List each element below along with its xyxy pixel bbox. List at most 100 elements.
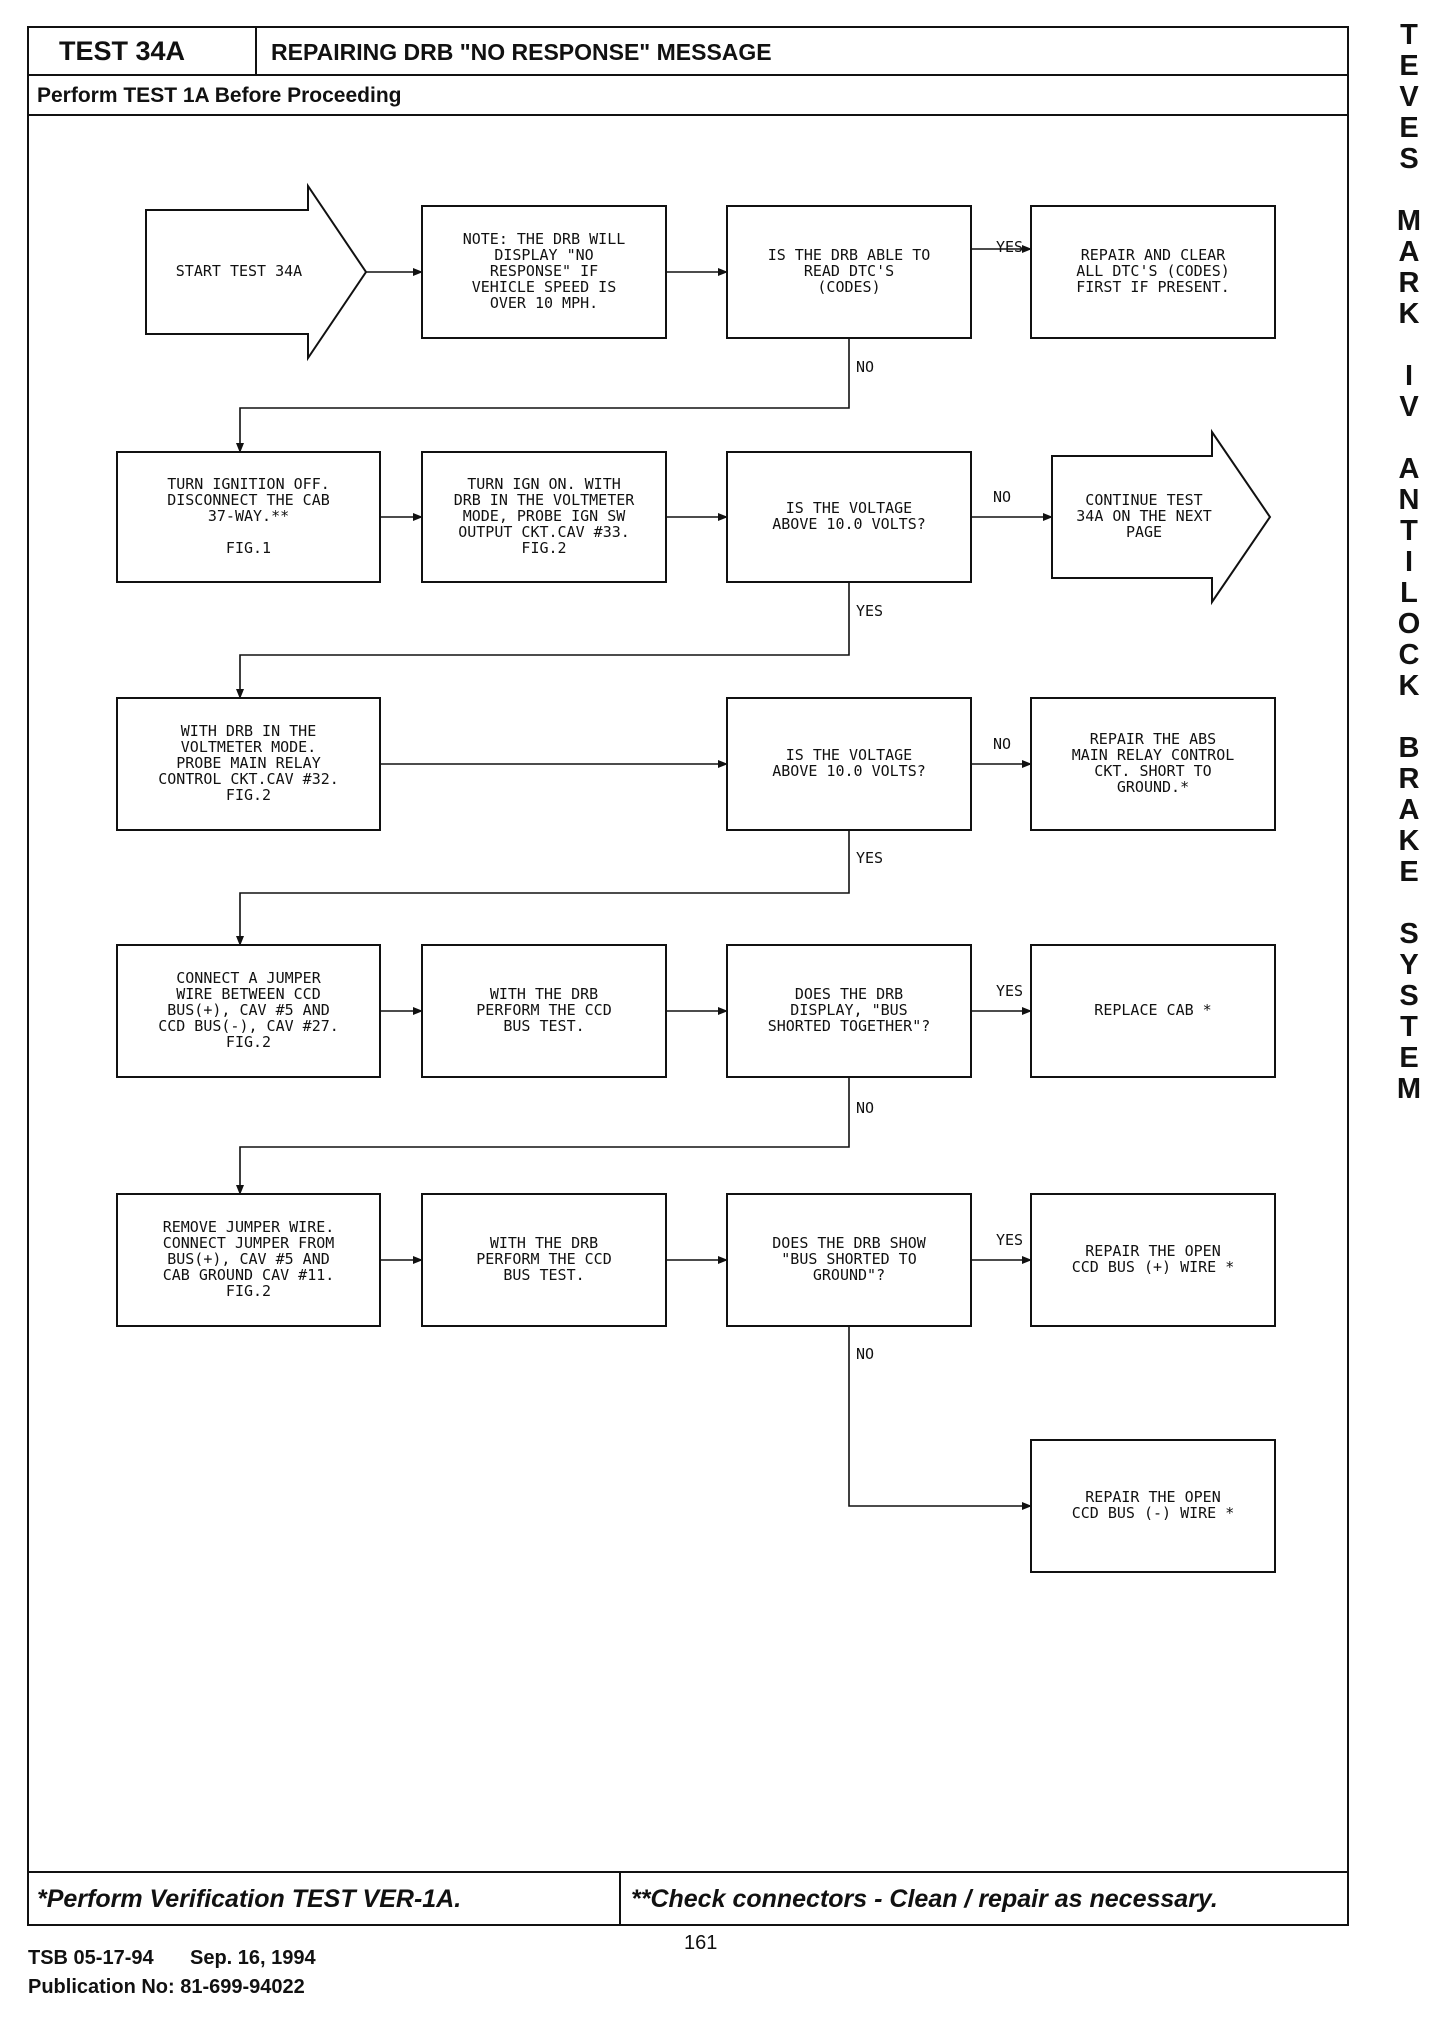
flow-node-text: BUS TEST.	[503, 1266, 584, 1284]
flow-node-text: OUTPUT CKT.CAV #33.	[458, 523, 630, 541]
flow-node-text: REPAIR AND CLEAR	[1081, 246, 1226, 264]
flow-node-text: RESPONSE" IF	[490, 262, 598, 280]
flow-node-text: VOLTMETER MODE.	[181, 738, 316, 756]
flow-node-text: NOTE: THE DRB WILL	[463, 230, 626, 248]
sidebar-letter: I	[1404, 360, 1414, 392]
sidebar-letter: Y	[1399, 949, 1419, 981]
flow-node-text: PERFORM THE CCD	[476, 1001, 611, 1019]
sidebar-letter: K	[1398, 825, 1420, 857]
flow-node-text: REPLACE CAB *	[1094, 1001, 1211, 1019]
flow-node-text: GROUND.*	[1117, 778, 1189, 796]
flow-node-text: REPAIR THE OPEN	[1085, 1242, 1220, 1260]
test-title: REPAIRING DRB "NO RESPONSE" MESSAGE	[271, 39, 772, 65]
test-id: TEST 34A	[29, 28, 257, 74]
sidebar-letter: O	[1397, 608, 1421, 640]
flow-node-text: FIG.2	[226, 1033, 271, 1051]
flow-connector	[236, 1077, 850, 1195]
sidebar-letter: B	[1398, 732, 1420, 764]
page-frame: TEST 34A REPAIRING DRB "NO RESPONSE" MES…	[27, 26, 1349, 1926]
flow-node-text: IS THE VOLTAGE	[786, 499, 912, 517]
flow-node-text: TURN IGNITION OFF.	[167, 475, 330, 493]
sidebar-letter: I	[1404, 546, 1414, 578]
branch-label-no: NO	[993, 488, 1011, 506]
branch-label-yes: YES	[996, 238, 1023, 256]
branch-label-no: NO	[993, 735, 1011, 753]
sidebar-letter: S	[1399, 980, 1419, 1012]
flow-node-text: PROBE MAIN RELAY	[176, 754, 321, 772]
flow-node-text: FIG.2	[521, 539, 566, 557]
flow-node-text: CCD BUS (-) WIRE *	[1072, 1504, 1235, 1522]
flow-node-text: VEHICLE SPEED IS	[472, 278, 617, 296]
flow-connector	[848, 1326, 1032, 1510]
sidebar-letter: A	[1398, 236, 1420, 268]
flow-node-text: BUS TEST.	[503, 1017, 584, 1035]
flow-node-text: CAB GROUND CAV #11.	[163, 1266, 335, 1284]
flow-node-text: PAGE	[1126, 523, 1162, 541]
flow-node-text: OVER 10 MPH.	[490, 294, 598, 312]
flow-node-text: DOES THE DRB	[795, 985, 903, 1003]
tsb-number: TSB 05-17-94	[28, 1947, 154, 1969]
sidebar-letter: S	[1399, 918, 1419, 950]
sidebar-letter: K	[1398, 670, 1420, 702]
branch-label-no: NO	[856, 358, 874, 376]
sidebar-letter: E	[1399, 112, 1419, 144]
sidebar-letter: A	[1398, 453, 1420, 485]
flow-node-start: START TEST 34A	[145, 182, 368, 362]
flow-node-text: WITH THE DRB	[490, 985, 598, 1003]
flow-node-text: WIRE BETWEEN CCD	[176, 985, 321, 1003]
flow-node-text: FIG.2	[226, 786, 271, 804]
flow-node-remove-jumper: REMOVE JUMPER WIRE.CONNECT JUMPER FROMBU…	[116, 1193, 381, 1327]
sidebar-letter: N	[1398, 484, 1420, 516]
sidebar-letter: S	[1399, 143, 1419, 175]
sidebar-letter: E	[1399, 856, 1419, 888]
flow-node-text: GROUND"?	[813, 1266, 885, 1284]
header-bar: TEST 34A REPAIRING DRB "NO RESPONSE" MES…	[29, 28, 1347, 76]
footer-bar: *Perform Verification TEST VER-1A. **Che…	[29, 1871, 1347, 1926]
sidebar-letter: R	[1398, 763, 1420, 795]
sidebar-letter: E	[1399, 50, 1419, 82]
flow-node-text: CKT. SHORT TO	[1094, 762, 1211, 780]
sidebar-letter: T	[1400, 1011, 1418, 1043]
flow-node-text: DISPLAY, "BUS	[790, 1001, 907, 1019]
flow-node-text: CONNECT JUMPER FROM	[163, 1234, 335, 1252]
flow-node-text: REPAIR THE ABS	[1090, 730, 1216, 748]
flow-node-text: CONTROL CKT.CAV #32.	[158, 770, 339, 788]
flow-node-text: ABOVE 10.0 VOLTS?	[772, 762, 926, 780]
flow-node-text: FIG.1	[226, 539, 271, 557]
sidebar-letter: R	[1398, 267, 1420, 299]
flow-node-text: CONNECT A JUMPER	[176, 969, 321, 987]
sidebar-letter: C	[1398, 639, 1420, 671]
flow-node-text: WITH THE DRB	[490, 1234, 598, 1252]
flow-node-text: WITH DRB IN THE	[181, 722, 316, 740]
flow-node-text: IS THE DRB ABLE TO	[768, 246, 931, 264]
sidebar-letter: V	[1399, 391, 1419, 423]
sidebar-letter: E	[1399, 1042, 1419, 1074]
flow-node-text: BUS(+), CAV #5 AND	[167, 1250, 330, 1268]
flow-node-text: MAIN RELAY CONTROL	[1072, 746, 1235, 764]
page-number: 161	[684, 1932, 718, 1954]
flow-node-text: IS THE VOLTAGE	[786, 746, 912, 764]
sidebar-letter: V	[1399, 81, 1419, 113]
flow-node-text: (CODES)	[817, 278, 880, 296]
branch-label-no: NO	[856, 1345, 874, 1363]
footer-connectors-note: **Check connectors - Clean / repair as n…	[631, 1885, 1218, 1913]
flow-node-text: 37-WAY.**	[208, 507, 289, 525]
flow-node-text: REPAIR THE OPEN	[1085, 1488, 1220, 1506]
flow-node-replace-cab: REPLACE CAB *	[1030, 944, 1276, 1078]
publication-number: Publication No: 81-699-94022	[28, 1976, 305, 1998]
flow-node-text: READ DTC'S	[804, 262, 894, 280]
branch-label-yes: YES	[996, 982, 1023, 1000]
sidebar-letter: K	[1398, 298, 1420, 330]
